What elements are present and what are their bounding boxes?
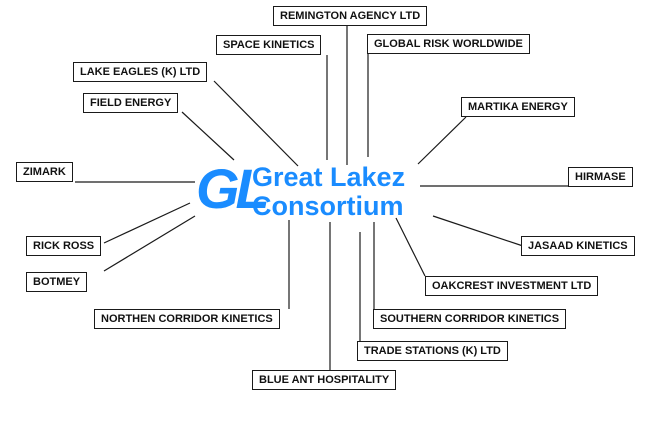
connector-martika [417,116,467,165]
connector-oakcrest [395,217,426,277]
partner-global-risk-worldwide: GLOBAL RISK WORLDWIDE [367,34,530,54]
partner-oakcrest-investment: OAKCREST INVESTMENT LTD [425,276,599,296]
connector-jasaad [432,215,524,247]
connector-botmey [103,215,196,272]
partner-rick-ross: RICK ROSS [26,236,102,256]
partner-jasaad-kinetics: JASAAD KINETICS [521,236,635,256]
partner-northen-corridor-kinetics: NORTHEN CORRIDOR KINETICS [94,309,280,329]
connector-field-energy [181,111,235,161]
partner-hirmase: HIRMASE [568,167,633,187]
logo-monogram: GL [196,157,270,220]
partner-martika-energy: MARTIKA ENERGY [461,97,575,117]
partner-trade-stations: TRADE STATIONS (K) LTD [357,341,508,361]
partner-space-kinetics: SPACE KINETICS [216,35,322,55]
partner-blue-ant-hospitality: BLUE ANT HOSPITALITY [252,370,397,390]
connector-lake-eagles [213,80,299,167]
partner-field-energy: FIELD ENERGY [83,93,179,113]
partner-remington-agency: REMINGTON AGENCY LTD [273,6,428,26]
partner-southern-corridor-kinetics: SOUTHERN CORRIDOR KINETICS [373,309,567,329]
partner-botmey: BOTMEY [26,272,88,292]
partner-zimark: ZIMARK [16,162,73,182]
partner-lake-eagles: LAKE EAGLES (K) LTD [73,62,208,82]
connector-rick-ross [103,202,191,244]
logo-title-line-1: Great Lakez [252,162,406,192]
connector-line-group [75,25,570,370]
logo-title-line-2: Consortium [252,191,404,221]
